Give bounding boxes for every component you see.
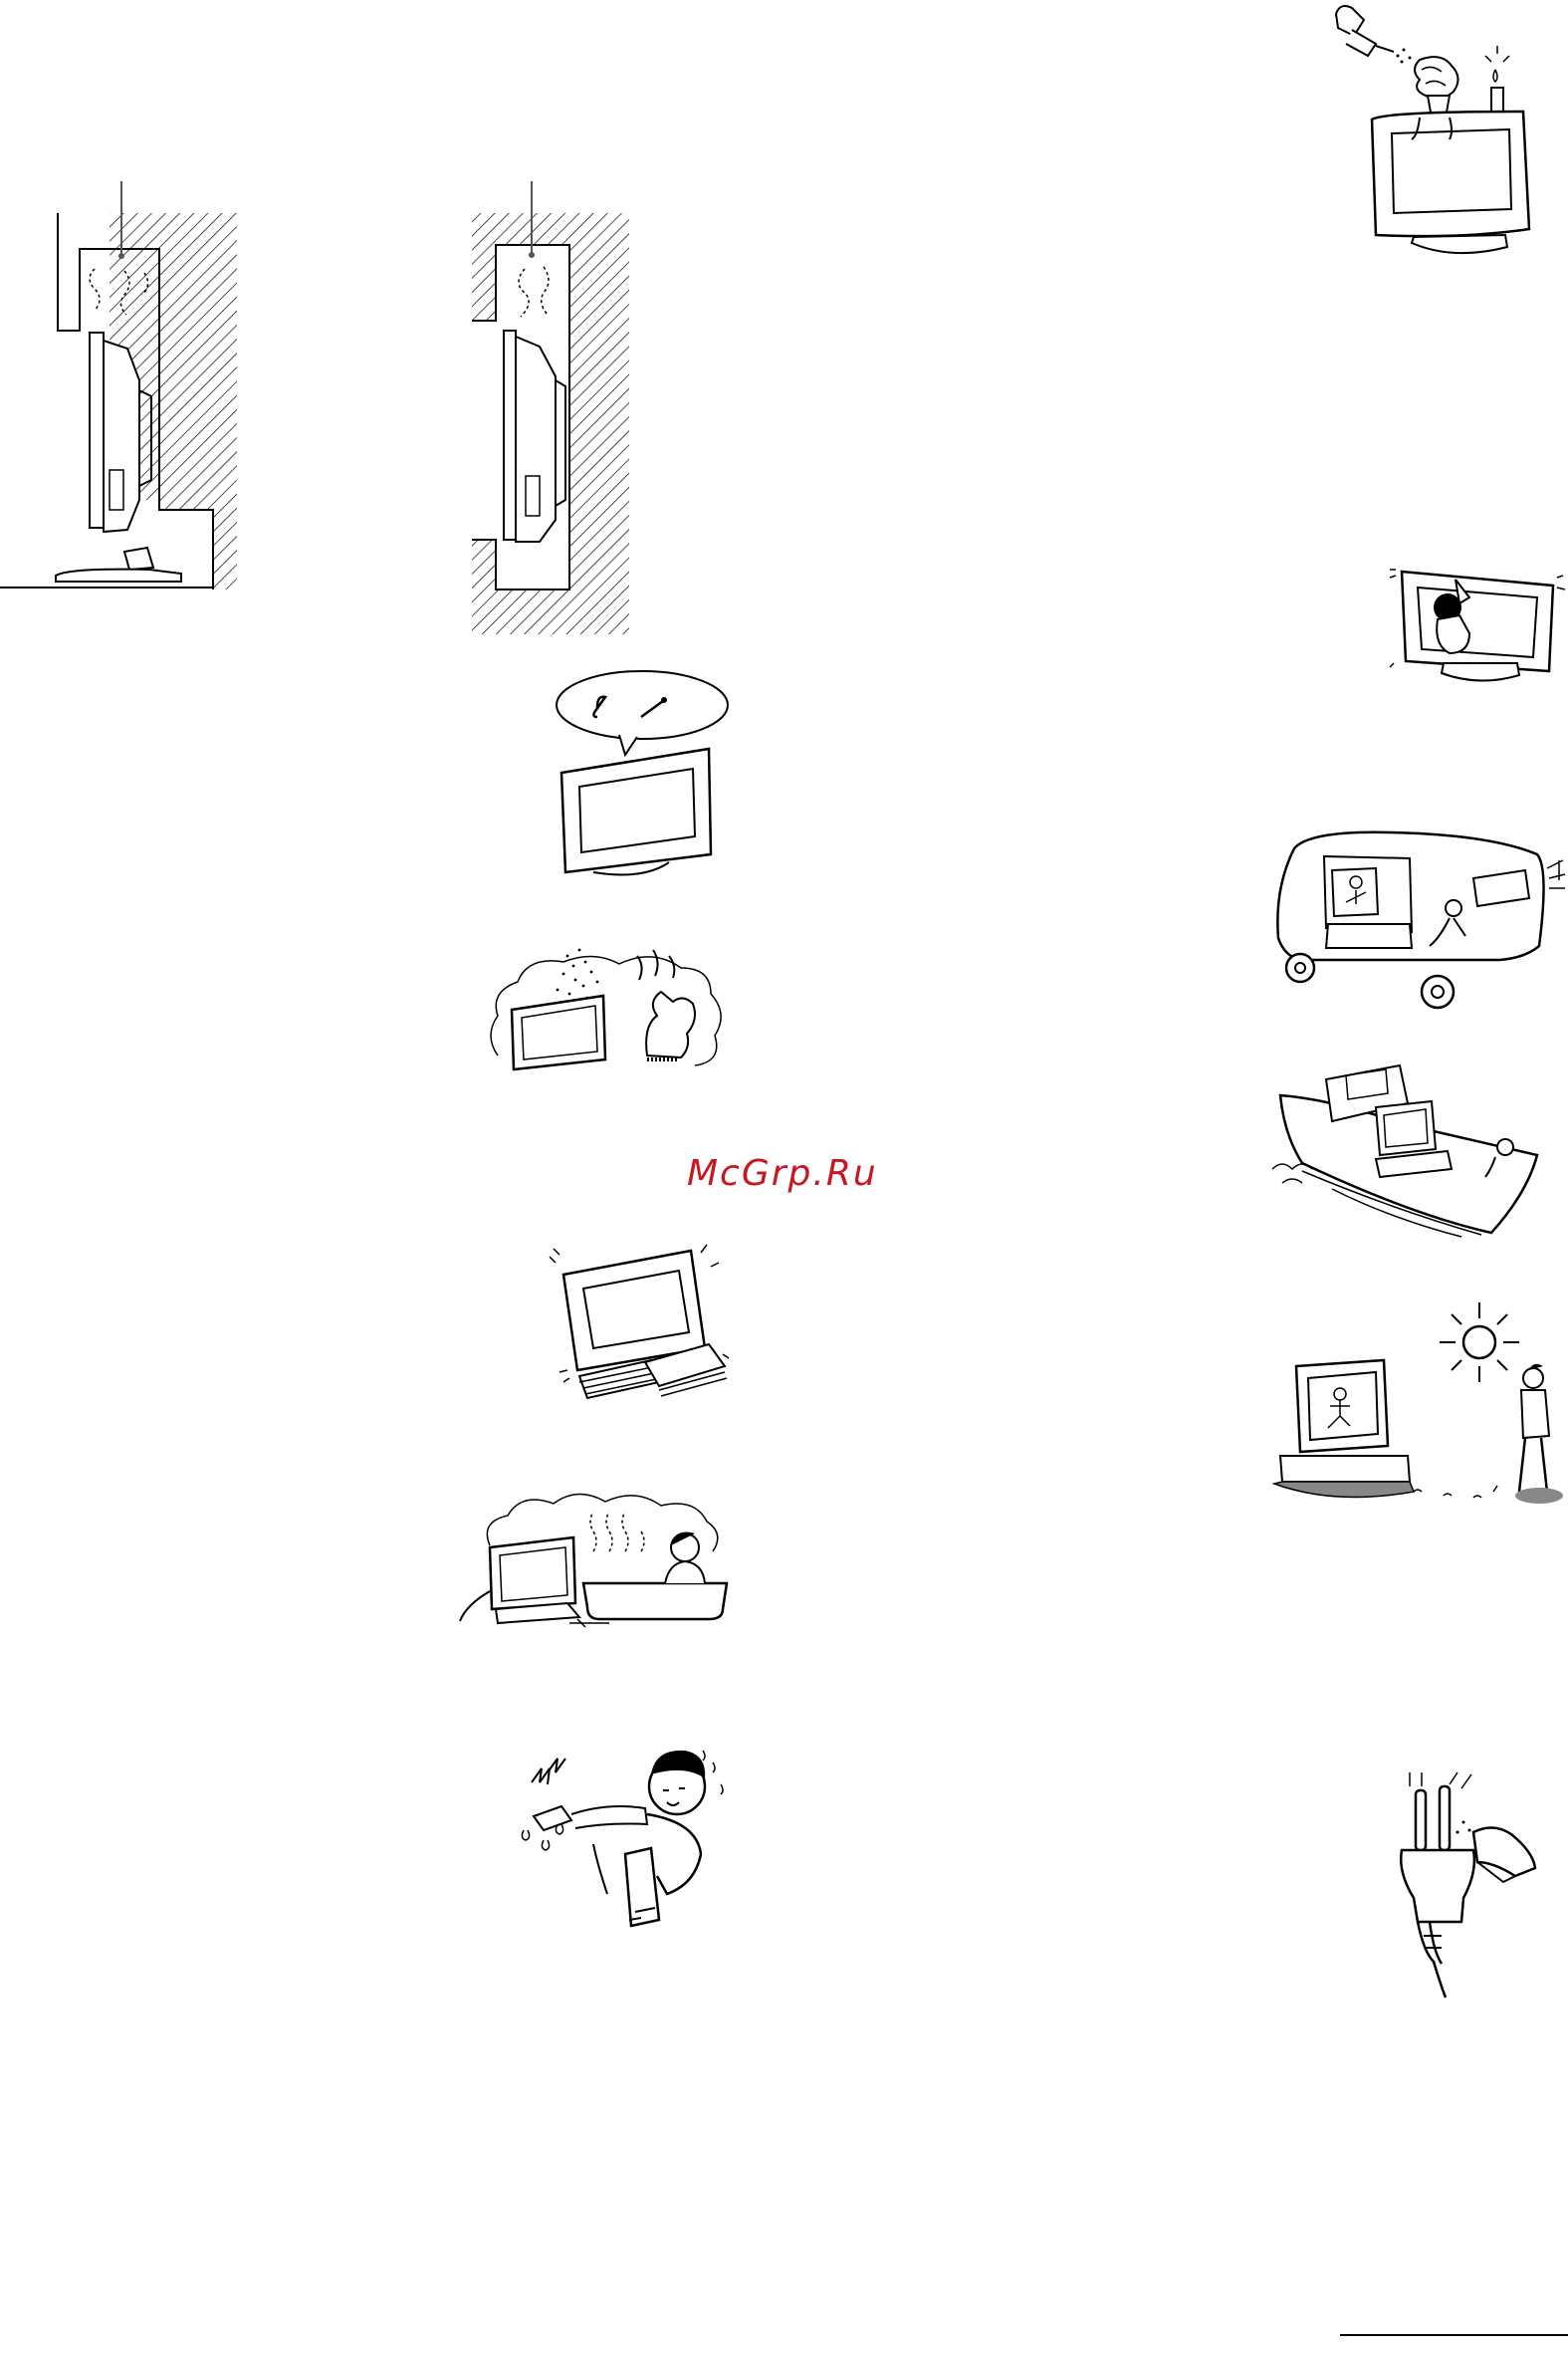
do-not-use-on-boat-illustration (1272, 1059, 1543, 1237)
do-not-place-on-unstable-surface-illustration (550, 1245, 731, 1406)
watermark-text: McGrp.Ru (687, 1153, 906, 1194)
do-not-hang-on-tv-illustration (1390, 564, 1568, 697)
do-not-touch-plug-with-wet-hands-illustration (518, 1745, 729, 1934)
clean-plug-prongs-illustration (1394, 1772, 1535, 1998)
tv-on-stand-in-recess-illustration (0, 181, 237, 589)
footer-rule (1340, 2334, 1568, 2336)
do-not-use-in-vehicle-illustration (1270, 828, 1567, 1012)
avoid-humid-bathroom-illustration (460, 1496, 731, 1631)
avoid-direct-sunlight-illustration (1274, 1296, 1565, 1516)
no-metal-objects-inside-illustration (554, 667, 731, 874)
no-water-or-candles-on-tv-illustration (1324, 0, 1533, 267)
avoid-oily-smoky-places-illustration (488, 936, 723, 1077)
tv-wall-mounted-in-recess-illustration (470, 181, 631, 634)
